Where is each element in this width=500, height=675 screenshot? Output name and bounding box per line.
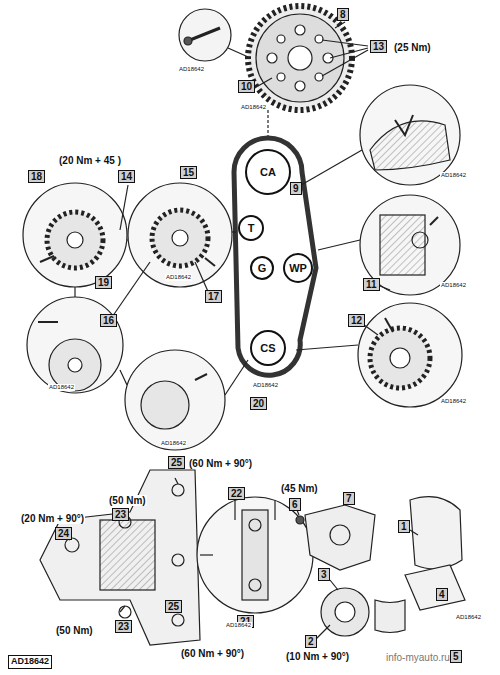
callout-number: 2	[305, 635, 317, 648]
torque-value: (20 Nm + 45 )	[58, 155, 122, 166]
figure-code: AD18642	[8, 655, 52, 669]
callout-number: 12	[348, 314, 365, 327]
torque-value: (50 Nm)	[55, 625, 94, 636]
pulley-label: T	[248, 222, 255, 234]
callout-number: 23	[115, 620, 132, 633]
torque-value: (60 Nm + 90°)	[180, 648, 245, 659]
figure-code: AD18642	[252, 382, 279, 389]
callout-number: 3	[318, 568, 330, 581]
callout-number: 18	[28, 170, 45, 183]
figure-code: AD18642	[240, 104, 267, 111]
callout-number: 14	[118, 170, 135, 183]
pulley-label: CS	[260, 342, 275, 354]
callout-number: 20	[250, 397, 267, 410]
figure-code: AD18642	[440, 282, 467, 289]
callout-number: 15	[180, 166, 197, 179]
callout-number: 19	[95, 276, 112, 289]
pulley-circle: T	[238, 215, 264, 241]
callout-number: 7	[343, 492, 355, 505]
callout-number: 10	[238, 80, 255, 93]
figure-code: AD18642	[440, 172, 467, 179]
pulley-circle: G	[250, 256, 274, 280]
figure-code: AD18642	[160, 440, 187, 447]
callout-number: 13	[370, 40, 387, 53]
callout-number: 23	[112, 508, 129, 521]
figure-code: AD18642	[178, 66, 205, 73]
callout-number: 24	[55, 527, 72, 540]
callout-number: 5	[450, 650, 462, 663]
figure-code: AD18642	[455, 614, 482, 621]
torque-value: (25 Nm)	[393, 42, 432, 53]
torque-value: (20 Nm + 90°)	[20, 513, 85, 524]
callout-number: 16	[100, 314, 117, 327]
pulley-circle: WP	[283, 253, 313, 283]
figure-code: AD18642	[225, 622, 252, 629]
callout-number: 25	[168, 456, 185, 469]
pulley-circle: CS	[250, 330, 286, 366]
callout-number: 9	[290, 182, 302, 195]
pulley-label: WP	[289, 262, 307, 274]
pulley-label: CA	[260, 166, 276, 178]
torque-value: (50 Nm)	[108, 495, 147, 506]
watermark: info-myauto.ru	[385, 652, 451, 663]
figure-code: AD18642	[440, 398, 467, 405]
pulley-label: G	[258, 262, 267, 274]
pulley-circle: CA	[245, 149, 291, 195]
callout-number: 25	[165, 600, 182, 613]
figure-code: AD18642	[48, 384, 75, 391]
callout-number: 17	[205, 290, 222, 303]
callout-number: 4	[436, 588, 448, 601]
figure-code: AD18642	[165, 274, 192, 281]
torque-value: (60 Nm + 90°)	[188, 458, 253, 469]
torque-value: (10 Nm + 90°)	[285, 651, 350, 662]
callout-number: 8	[337, 8, 349, 21]
callout-number: 6	[289, 498, 301, 511]
callout-number: 11	[363, 278, 380, 291]
torque-value: (45 Nm)	[280, 483, 319, 494]
callout-number: 22	[228, 487, 245, 500]
callout-number: 1	[398, 520, 410, 533]
